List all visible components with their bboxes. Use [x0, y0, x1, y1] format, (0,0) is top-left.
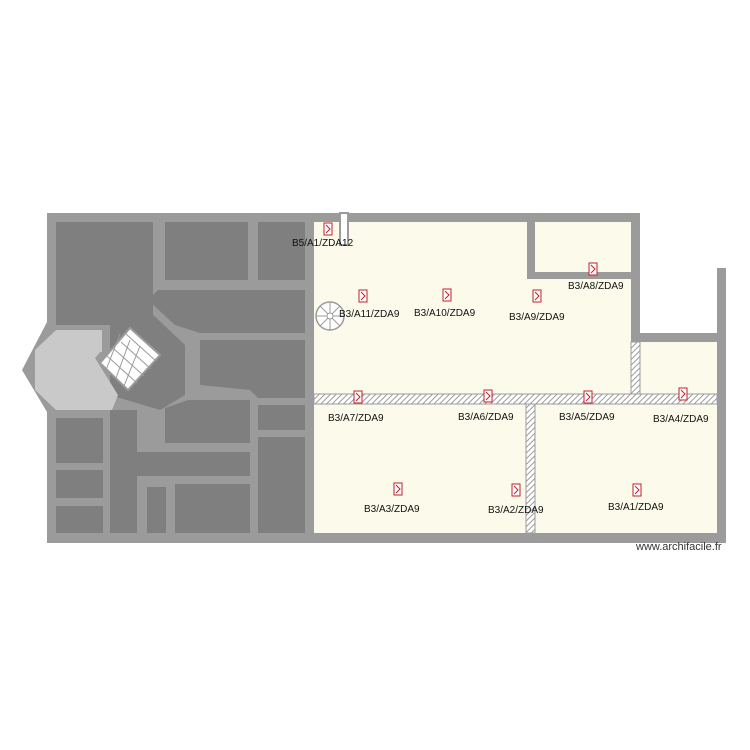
room-left-2: [56, 470, 103, 498]
label-b3-a2: B3/A2/ZDA9: [488, 505, 544, 516]
room-left-1: [56, 418, 103, 463]
room-a8-bottom-wall: [527, 272, 631, 279]
outlet-icon: [483, 389, 493, 403]
label-b3-a10: B3/A10/ZDA9: [414, 308, 476, 319]
right-wing-right-wall-far: [717, 268, 726, 543]
label-b3-a5: B3/A5/ZDA9: [559, 412, 615, 423]
label-b3-a4: B3/A4/ZDA9: [653, 414, 709, 425]
room-lower-center: [165, 400, 250, 443]
room-top-middle: [165, 222, 248, 280]
label-b3-a11: B3/A11/ZDA9: [339, 309, 400, 320]
right-wing-top-wall: [305, 213, 640, 222]
outlet-icon: [323, 222, 333, 236]
hatched-wall-right: [630, 341, 641, 395]
outlet-icon: [678, 387, 688, 401]
outlet-icon: [511, 483, 521, 497]
stair-step: [123, 345, 141, 387]
label-b3-a3: B3/A3/ZDA9: [364, 504, 420, 515]
staircase-outline: [98, 326, 162, 392]
outlet-icon: [358, 289, 368, 303]
outlet-icon: [532, 289, 542, 303]
right-wing-left-wall: [305, 213, 314, 543]
area-right-small: [640, 342, 717, 394]
outlet-icon: [588, 262, 598, 276]
room-top-left: [56, 222, 153, 325]
room-bottom-large: [175, 484, 250, 533]
right-wing-bottom-wall: [305, 533, 725, 543]
outlet-icon: [393, 482, 403, 496]
stair-step: [125, 333, 157, 362]
room-left-3: [56, 506, 103, 533]
outlet-markers: [323, 222, 688, 497]
room-bottom-closet: [147, 487, 166, 533]
label-b3-a7: B3/A7/ZDA9: [328, 413, 384, 424]
stair-step: [113, 348, 145, 377]
stair-step: [105, 333, 121, 371]
label-b3-a8: B3/A8/ZDA9: [568, 281, 624, 292]
hatched-wall-horizontal: [313, 393, 718, 405]
outlet-icon: [632, 483, 642, 497]
right-wing-right-wall-top: [631, 213, 640, 338]
staircase: [98, 326, 162, 392]
outlet-icon: [442, 288, 452, 302]
bay-window-upper: [56, 330, 102, 352]
left-wing: [22, 213, 313, 543]
area-lower-left: [314, 404, 526, 533]
room-a8-left-wall: [527, 222, 535, 277]
room-bottom-strip: [110, 452, 250, 476]
hatched-wall-vertical: [525, 403, 536, 534]
room-center-right: [200, 340, 305, 398]
spiral-staircase: [315, 301, 345, 331]
corridor-wall: [339, 212, 349, 246]
area-lower-right: [535, 404, 717, 533]
outlet-icon: [353, 390, 363, 404]
right-wing-step-wall: [631, 333, 726, 342]
right-wing: B5/A1/ZDA12 B3/A11/ZDA9 B3/A10/ZDA9 B3/A…: [292, 212, 726, 543]
label-b5-a1: B5/A1/ZDA12: [292, 238, 354, 249]
stair-step: [106, 355, 138, 384]
watermark: www.archifacile.fr: [636, 541, 722, 553]
room-lower-right-2: [258, 437, 305, 533]
outlet-icon: [583, 390, 593, 404]
stair-step: [115, 339, 131, 379]
room-a8-floor: [535, 222, 631, 272]
label-b3-a1: B3/A1/ZDA9: [608, 502, 664, 513]
room-center-corridor: [148, 290, 305, 333]
label-b3-a6: B3/A6/ZDA9: [458, 412, 514, 423]
room-top-right: [258, 222, 305, 280]
label-b3-a9: B3/A9/ZDA9: [509, 312, 565, 323]
room-lower-right: [258, 405, 305, 430]
